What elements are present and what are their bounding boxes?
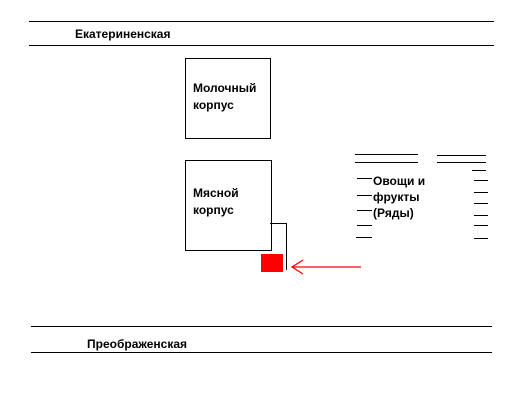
- street-top-lines: [29, 21, 494, 46]
- left-arrow-icon: [290, 259, 361, 275]
- stall-rows-right: [437, 155, 488, 239]
- meat-building: [185, 160, 272, 251]
- meat-building-label: Мясной корпус: [193, 186, 239, 217]
- street-name-top: Екатериненская: [75, 27, 171, 41]
- street-bottom-lines: [31, 326, 492, 353]
- dairy-building-label: Молочный корпус: [193, 81, 257, 112]
- stall-rows-left: [355, 154, 418, 238]
- dairy-building: [185, 58, 271, 139]
- stalls-label: Овощи и фрукты (Ряды): [373, 174, 426, 220]
- street-name-bottom: Преображенская: [87, 337, 188, 351]
- red-square-marker: [261, 254, 283, 272]
- meat-building-annex: [270, 223, 287, 270]
